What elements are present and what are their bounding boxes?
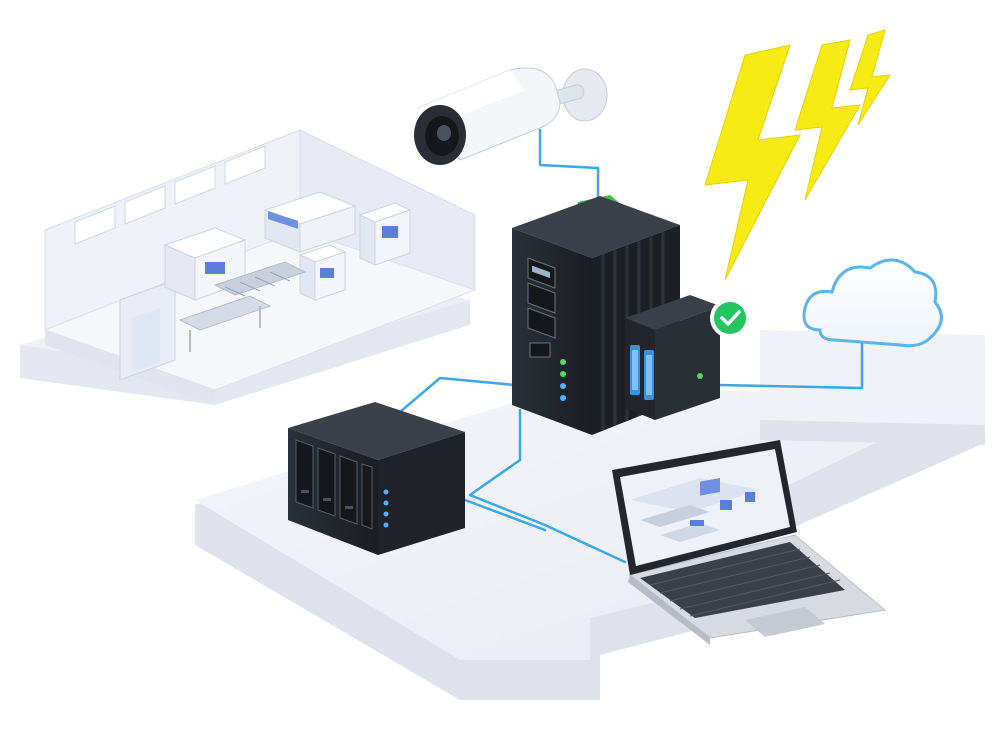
nas-storage-icon	[288, 402, 465, 555]
link-switch-laptop	[468, 408, 627, 564]
din-rail-power-supply-icon	[625, 295, 720, 420]
link-nas-laptop	[463, 498, 547, 532]
link-switch-nas	[398, 376, 517, 414]
link-power-cloud	[716, 338, 864, 390]
laptop-icon	[612, 440, 887, 645]
factory-building-icon	[43, 129, 477, 405]
checkmark-badge-icon	[710, 298, 750, 338]
network-links	[398, 128, 864, 564]
security-camera-icon	[414, 67, 608, 165]
link-camera-switch	[538, 128, 600, 202]
cloud-icon	[802, 258, 943, 348]
lightning-surge-icon	[704, 29, 891, 281]
